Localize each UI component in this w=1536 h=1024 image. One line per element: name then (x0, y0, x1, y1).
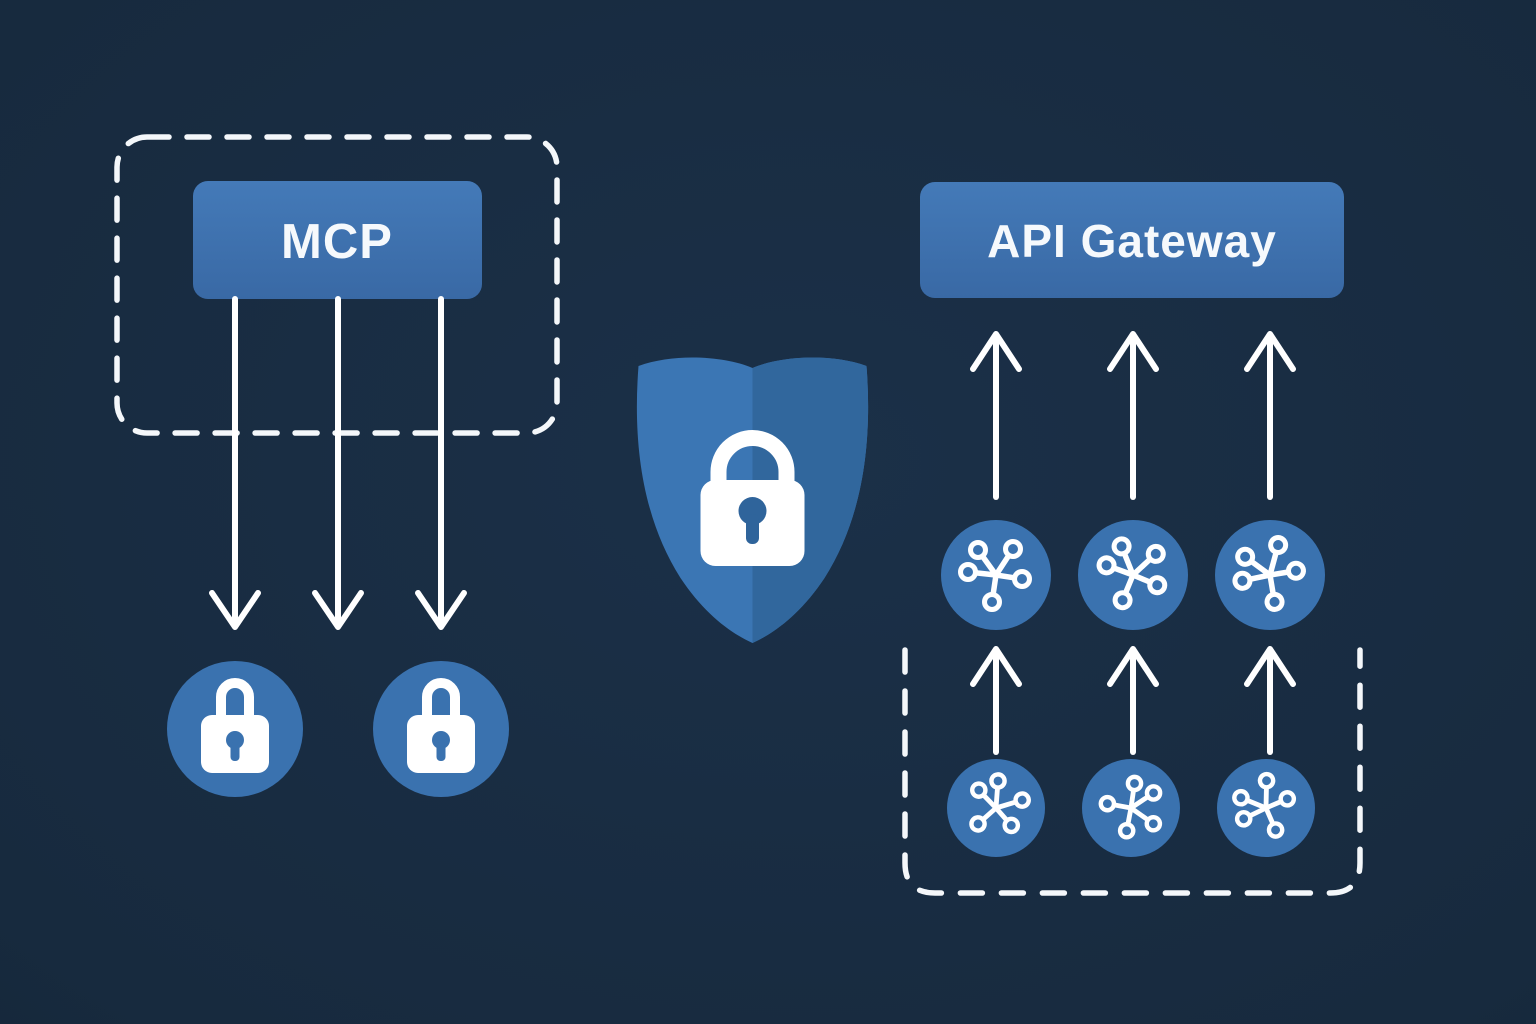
mcp-label: MCP (281, 215, 393, 269)
arrow-up-icon (970, 331, 1022, 500)
mcp-box (193, 181, 482, 299)
arrow-down-icon (415, 296, 467, 630)
api-gateway-box (920, 182, 1344, 298)
api-node-circle (1215, 520, 1325, 630)
arrow-up-icon (970, 646, 1022, 755)
arrow-up-icon (1244, 331, 1296, 500)
lock-circle (167, 661, 303, 797)
shield-lock-icon (700, 430, 805, 566)
arrow-down-icon (312, 296, 364, 630)
mcp-group: MCP (114, 134, 560, 797)
api-node-circle (1078, 520, 1188, 630)
arrow-up-icon (1244, 646, 1296, 755)
security-shield (636, 357, 869, 643)
backend-node-circle (947, 759, 1045, 857)
backend-node-circle (1217, 759, 1315, 857)
backend-dashed-boundary (902, 647, 1363, 896)
arrow-up-icon (1107, 646, 1159, 755)
arrow-down-icon (209, 296, 261, 630)
api-node-circle (941, 520, 1051, 630)
api-gateway-group: API Gateway (902, 182, 1363, 896)
arrow-up-icon (1107, 331, 1159, 500)
backend-node-circle (1082, 759, 1180, 857)
shield-shade (752, 357, 869, 643)
lock-circle (373, 661, 509, 797)
api-gateway-label: API Gateway (987, 215, 1277, 267)
